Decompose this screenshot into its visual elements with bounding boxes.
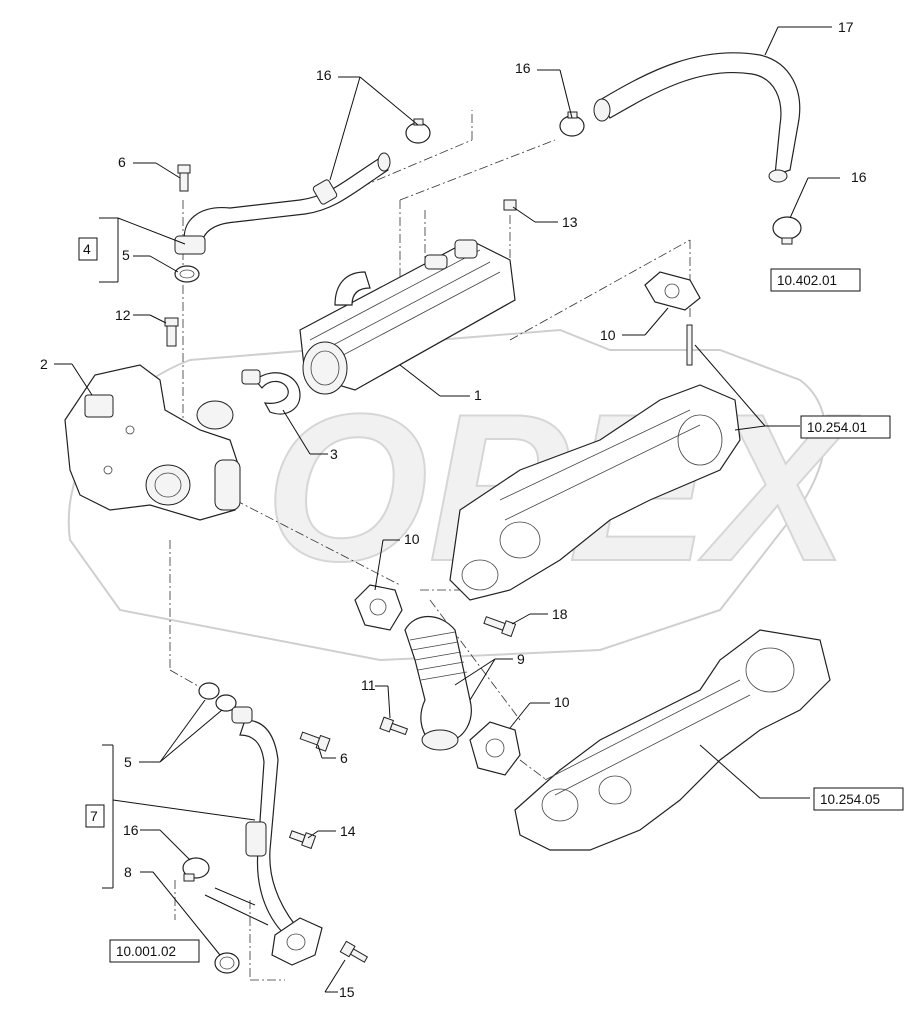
- part-10-gasket-mid: [354, 584, 403, 631]
- callout-1: 1: [474, 387, 482, 403]
- bolts-lower: [288, 616, 517, 963]
- ref-10-254-05: 10.254.05: [820, 792, 880, 807]
- reference-boxes: 10.402.01 10.254.01 10.254.05 10.001.02: [109, 268, 904, 963]
- part-10-gasket-top: [644, 271, 701, 366]
- callout-5-upper: 5: [122, 247, 130, 263]
- callout-9: 9: [517, 651, 525, 667]
- leader-lines: [54, 26, 840, 993]
- ref-10-402-01: 10.402.01: [777, 273, 837, 288]
- callout-4-assembly: 4: [83, 241, 91, 257]
- boxed-callouts: 4 7: [78, 237, 105, 828]
- callout-10-mid: 10: [404, 531, 420, 547]
- callout-16-right: 16: [851, 169, 867, 185]
- callout-10-low: 10: [554, 694, 570, 710]
- callout-2: 2: [40, 356, 48, 372]
- callout-13: 13: [562, 214, 578, 230]
- callout-labels: 17 16 16 16 6 13 5 12 10 2 1 3 10 18 9 1…: [40, 19, 867, 1000]
- ref-10-001-02: 10.001.02: [116, 944, 176, 959]
- callout-12: 12: [115, 307, 131, 323]
- callout-6-lower: 6: [340, 750, 348, 766]
- ref-10-254-01: 10.254.01: [807, 420, 867, 435]
- exhaust-manifold-lower: [514, 629, 831, 851]
- part-9-flex-pipe: [404, 616, 472, 751]
- bolts-upper: [164, 164, 517, 347]
- part-1-cooler: [299, 239, 516, 395]
- callout-8: 8: [124, 864, 132, 880]
- part-8-seal: [214, 952, 240, 974]
- callout-14: 14: [340, 823, 356, 839]
- part-3-clamp: [241, 369, 301, 415]
- callout-18: 18: [552, 606, 568, 622]
- callout-17: 17: [838, 19, 854, 35]
- callout-7-assembly: 7: [90, 808, 98, 824]
- callout-16-upper-left: 16: [316, 67, 332, 83]
- callout-10-top: 10: [600, 327, 616, 343]
- part-2-egr-valve: [64, 364, 241, 521]
- part-4-pipe: [174, 152, 391, 255]
- part-16-clamps: [182, 111, 802, 882]
- callout-16-lower: 16: [123, 822, 139, 838]
- part-7-pipe: [198, 682, 323, 966]
- callout-11: 11: [361, 677, 376, 693]
- callout-16-upper-mid: 16: [515, 60, 531, 76]
- exhaust-manifold-upper: [449, 384, 741, 601]
- callout-3: 3: [330, 446, 338, 462]
- part-5-seal: [174, 265, 200, 283]
- part-17-hose: [593, 52, 801, 183]
- callout-15: 15: [339, 984, 355, 1000]
- part-10-gasket-low: [469, 721, 521, 776]
- callout-6-upper: 6: [118, 154, 126, 170]
- callout-5-lower: 5: [124, 754, 132, 770]
